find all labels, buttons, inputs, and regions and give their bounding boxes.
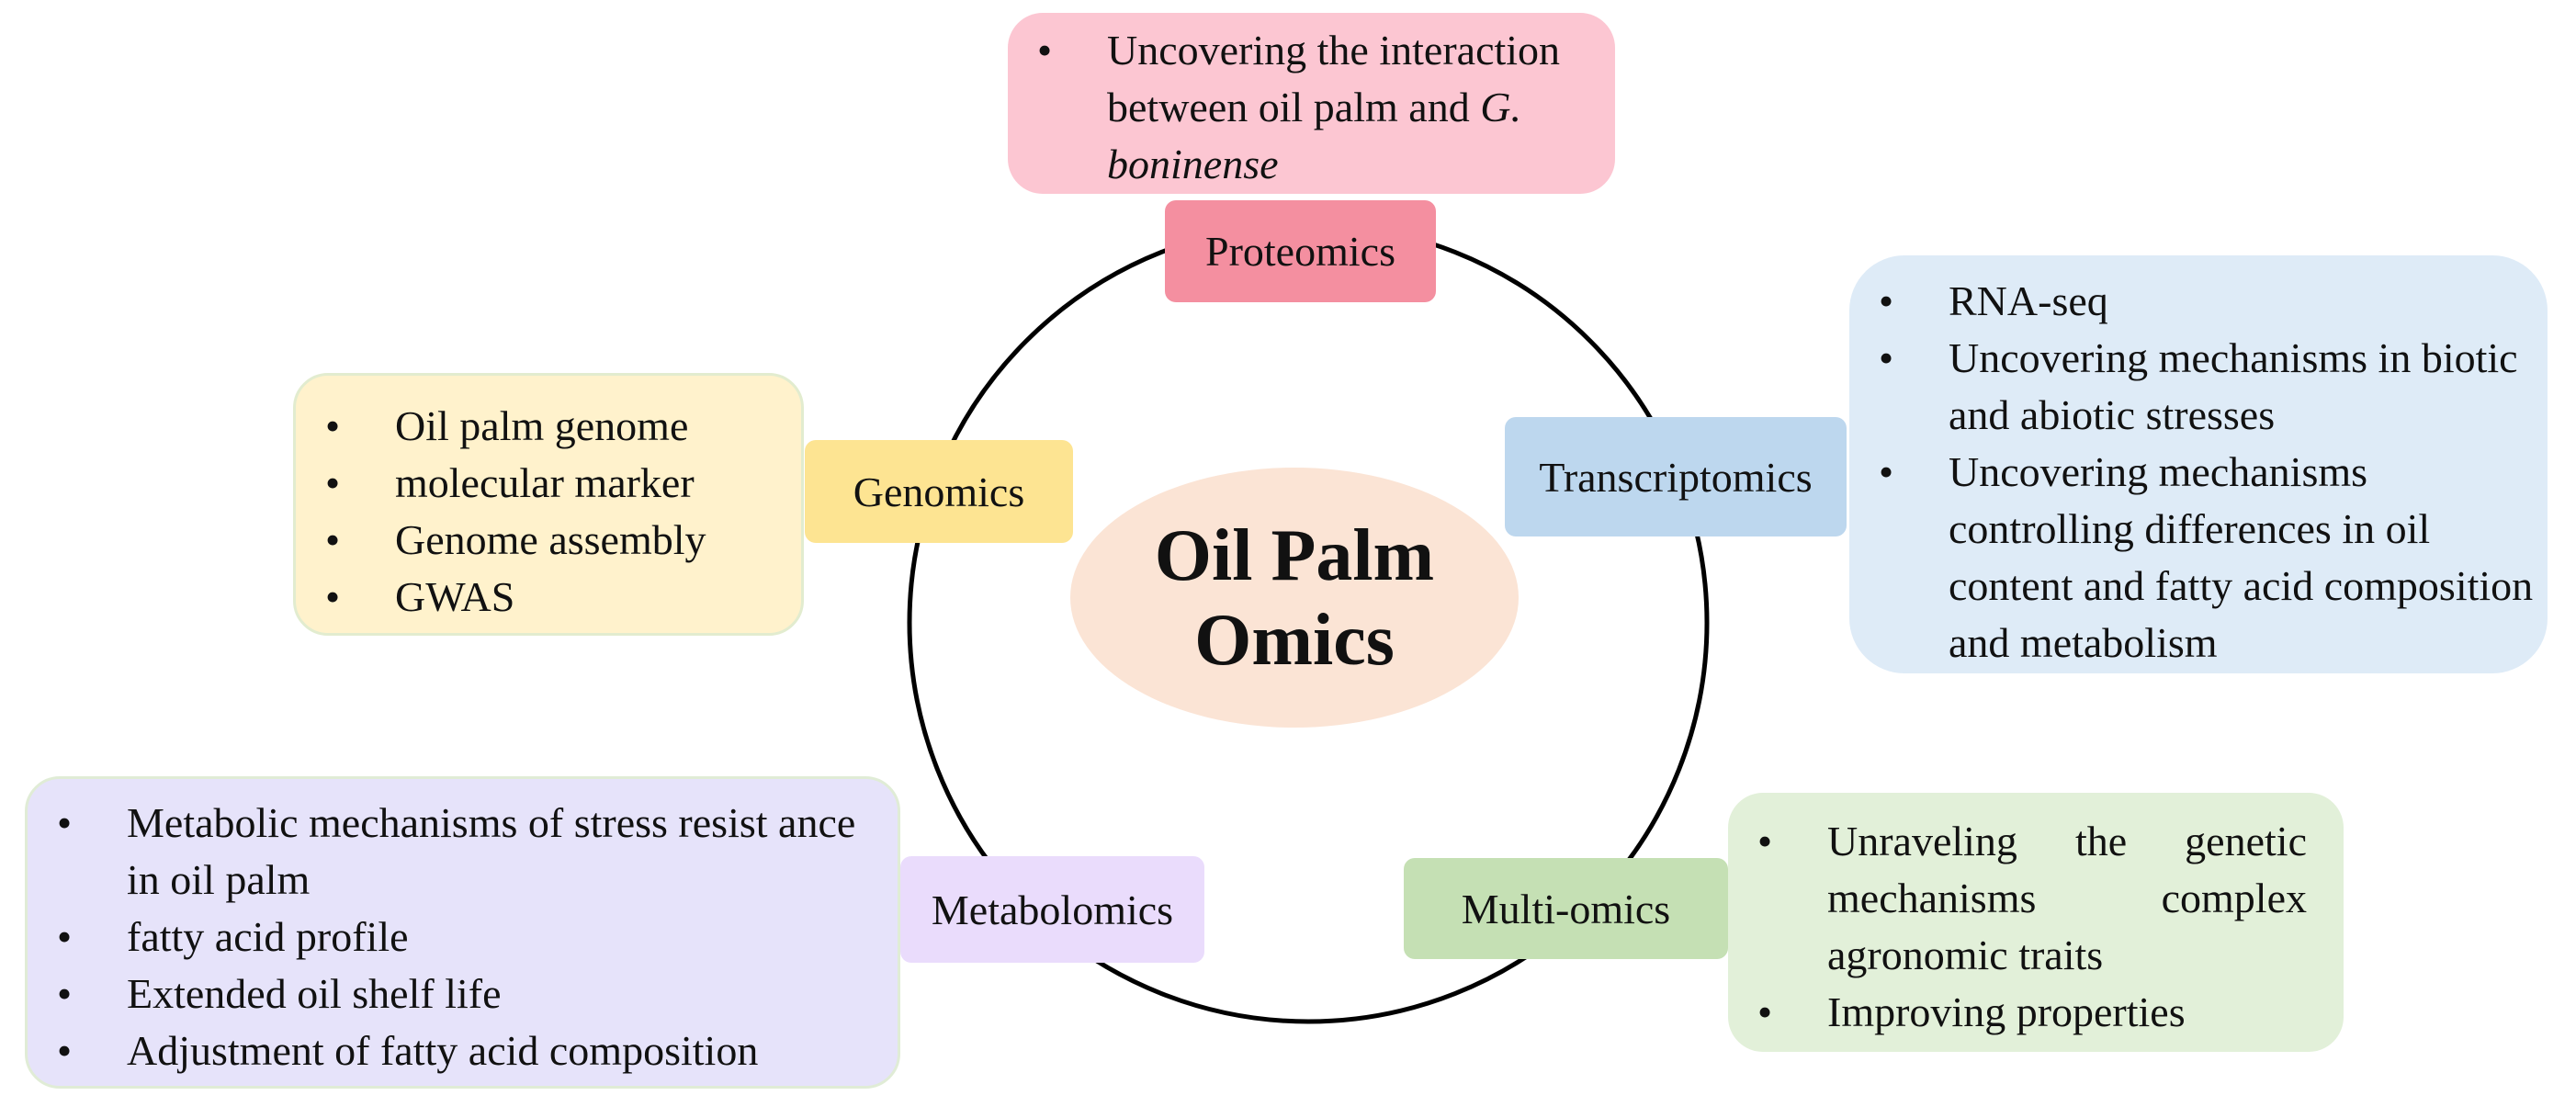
metabolomics-point: fatty acid profile bbox=[28, 909, 870, 966]
center-title-line1: Oil Palm bbox=[1154, 514, 1435, 596]
center-title: Oil Palm Omics bbox=[1070, 468, 1519, 728]
multiomics-box: Unraveling the genetic mechanisms comple… bbox=[1728, 793, 2344, 1052]
transcriptomics-point: Uncovering mechanisms in biotic and abio… bbox=[1849, 330, 2538, 444]
metabolomics-label: Metabolomics bbox=[900, 856, 1204, 963]
center-title-line2: Omics bbox=[1194, 599, 1395, 681]
transcriptomics-point: RNA-seq bbox=[1849, 273, 2538, 330]
proteomics-label: Proteomics bbox=[1165, 200, 1436, 302]
metabolomics-point: Adjustment of fatty acid composition bbox=[28, 1022, 870, 1079]
proteomics-point: Uncovering the interaction between oil p… bbox=[1008, 22, 1597, 193]
genomics-point: Genome assembly bbox=[296, 512, 801, 569]
multiomics-point: Improving properties bbox=[1728, 984, 2307, 1041]
multiomics-label: Multi-omics bbox=[1404, 858, 1728, 959]
metabolomics-point: Extended oil shelf life bbox=[28, 966, 870, 1022]
genomics-box: Oil palm genome molecular marker Genome … bbox=[293, 373, 804, 636]
genomics-point: GWAS bbox=[296, 569, 801, 626]
multiomics-point: Unraveling the genetic mechanisms comple… bbox=[1728, 813, 2307, 984]
transcriptomics-label: Transcriptomics bbox=[1505, 417, 1847, 536]
transcriptomics-box: RNA-seq Uncovering mechanisms in biotic … bbox=[1849, 255, 2548, 673]
genomics-label: Genomics bbox=[805, 440, 1073, 543]
genomics-point: Oil palm genome bbox=[296, 398, 801, 455]
metabolomics-box: Metabolic mechanisms of stress resist an… bbox=[25, 776, 900, 1089]
proteomics-box: Uncovering the interaction between oil p… bbox=[1008, 13, 1615, 194]
transcriptomics-point: Uncovering mechanisms controlling differ… bbox=[1849, 444, 2538, 672]
genomics-point: molecular marker bbox=[296, 455, 801, 512]
metabolomics-point: Metabolic mechanisms of stress resist an… bbox=[28, 795, 870, 909]
species-name: G. boninense bbox=[1107, 84, 1521, 187]
